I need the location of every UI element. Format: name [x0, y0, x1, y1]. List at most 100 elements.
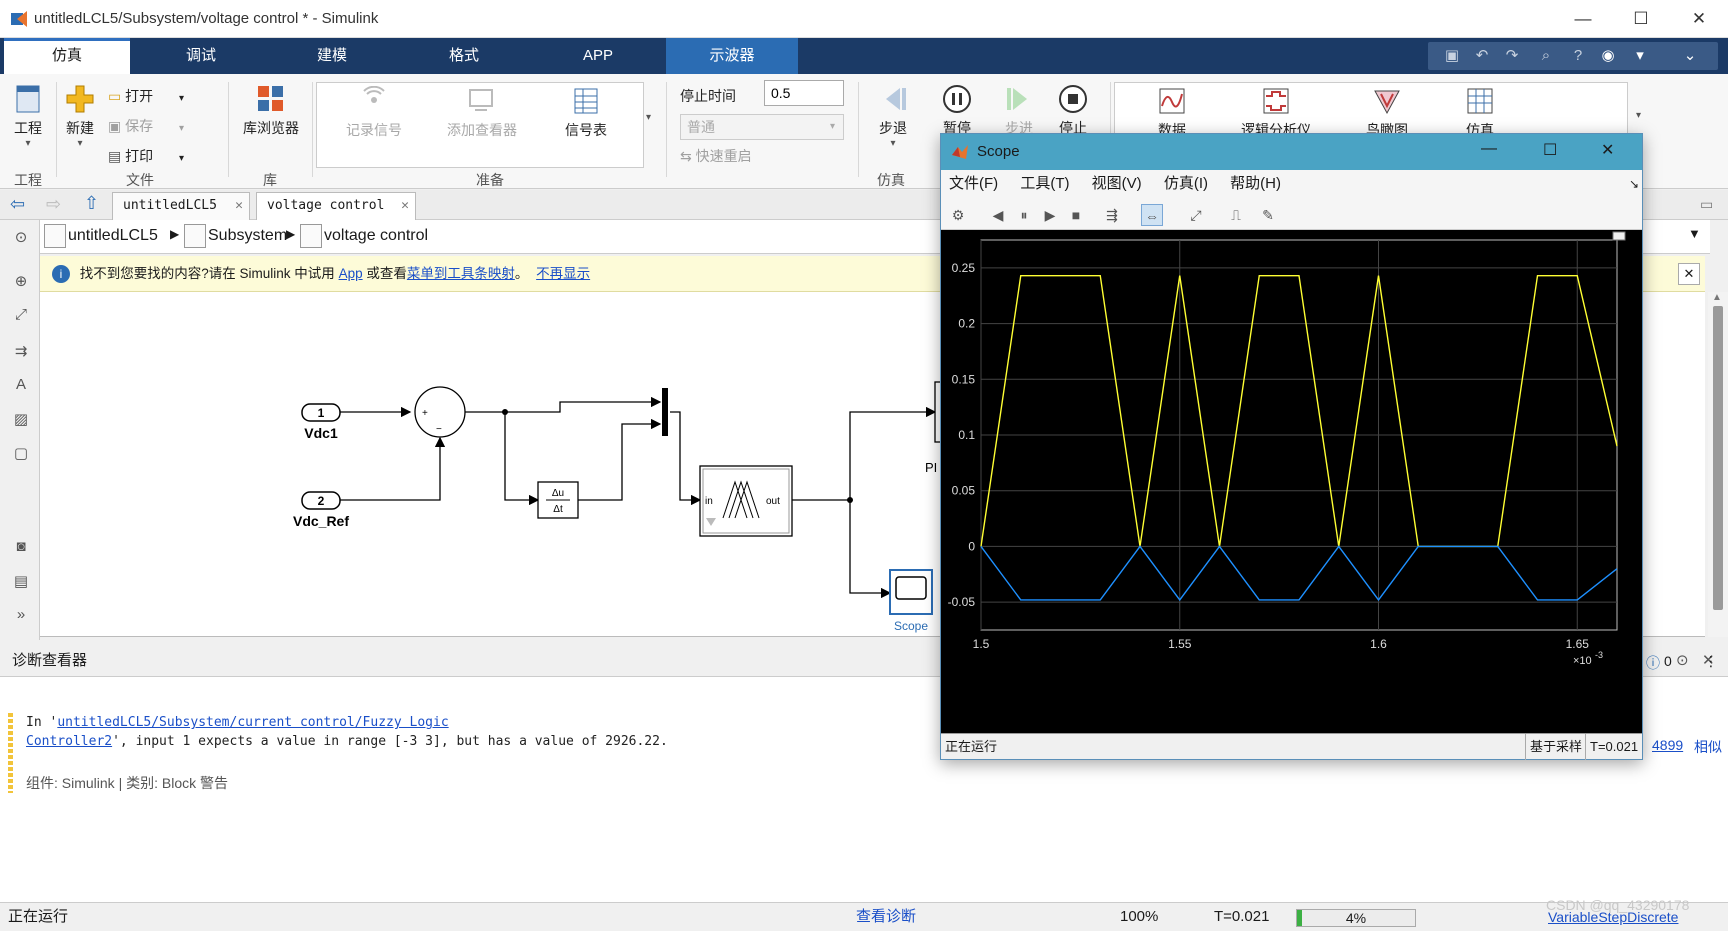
view-diagnostics-link[interactable]: 查看诊断: [856, 908, 917, 925]
tab-modeling[interactable]: 建模: [316, 47, 347, 64]
diagnostics-close-icon[interactable]: ✕: [1702, 652, 1715, 669]
print-button[interactable]: ▤ 打印 ▾: [108, 148, 185, 164]
derivative-block[interactable]: Δu Δt: [537, 481, 579, 519]
breadcrumb-item-subsystem[interactable]: Subsystem: [208, 227, 288, 244]
scope-close-icon[interactable]: ✕: [1601, 142, 1615, 159]
zoom-icon[interactable]: ⊕: [14, 273, 28, 290]
project-button[interactable]: 工程 ▾: [8, 84, 48, 149]
help-dropdown-icon[interactable]: ▾: [1636, 47, 1644, 64]
measurements-icon[interactable]: ✎: [1262, 207, 1274, 223]
image-icon[interactable]: ▨: [13, 411, 29, 428]
expand-toolbar-icon[interactable]: »: [16, 606, 26, 623]
mux-block[interactable]: [662, 388, 668, 436]
close-tab-icon[interactable]: ✕: [401, 198, 409, 213]
step-forward-icon[interactable]: ▶: [1044, 207, 1056, 223]
app-link[interactable]: App: [338, 266, 363, 281]
undo-icon[interactable]: ↶: [1475, 47, 1489, 64]
dismiss-link[interactable]: 不再显示: [536, 266, 591, 281]
similar-count-link[interactable]: 4899: [1652, 737, 1684, 753]
menu-file[interactable]: 文件(F): [949, 175, 999, 192]
inport-vdc-ref[interactable]: 2 Vdc_Ref: [293, 491, 349, 529]
gallery-expand-icon[interactable]: ▾: [1636, 110, 1642, 121]
property-inspector-icon[interactable]: ▤: [13, 573, 29, 590]
inport-vdc1[interactable]: 1 Vdc1: [301, 403, 341, 441]
birds-eye-button[interactable]: 鸟瞰图: [1342, 86, 1432, 140]
tab-scope[interactable]: 示波器: [666, 38, 798, 74]
scrollbar-thumb[interactable]: [1713, 306, 1723, 610]
menu-simulation[interactable]: 仿真(I): [1163, 175, 1208, 192]
camera-icon[interactable]: ◙: [16, 538, 26, 555]
step-back-button[interactable]: 步退 ▾: [868, 84, 918, 149]
scope-dock-icon[interactable]: ↘: [1629, 177, 1640, 191]
triggers-icon[interactable]: ⎍: [1231, 207, 1241, 223]
block-path-link[interactable]: Controller2: [26, 734, 113, 749]
maximize-icon[interactable]: ☐: [1633, 9, 1649, 28]
data-inspector-button[interactable]: 数据: [1132, 86, 1212, 140]
help-icon[interactable]: ?: [1573, 47, 1583, 64]
gallery-expand-icon[interactable]: ▾: [646, 112, 652, 123]
close-icon[interactable]: ✕: [1691, 9, 1707, 28]
highlight-signal-icon[interactable]: ⇶: [1106, 207, 1118, 223]
solver-link[interactable]: VariableStepDiscrete: [1548, 909, 1679, 925]
simulation-mode-select[interactable]: 普通▾: [680, 114, 844, 140]
info-close-icon[interactable]: ✕: [1678, 263, 1700, 285]
zoom-x-icon[interactable]: ⇔: [1141, 204, 1163, 226]
stop-button[interactable]: 停止: [1048, 84, 1098, 138]
step-back-icon[interactable]: ◀: [992, 207, 1004, 223]
tab-simulation[interactable]: 仿真: [4, 38, 130, 74]
fit-to-view-icon[interactable]: ⤢: [14, 306, 27, 323]
open-button[interactable]: ▭ 打开 ▾: [108, 88, 185, 104]
breadcrumb-item-model[interactable]: untitledLCL5: [68, 227, 158, 244]
fast-restart-toggle[interactable]: ⇆ 快速重启: [680, 148, 752, 164]
library-browser-button[interactable]: 库浏览器: [236, 84, 306, 138]
tab-untitledLCL5[interactable]: untitledLCL5✕: [112, 192, 250, 220]
scope-maximize-icon[interactable]: ☐: [1543, 142, 1558, 159]
signal-table-button[interactable]: 信号表: [546, 86, 626, 140]
tab-menu-icon[interactable]: ▭: [1700, 196, 1714, 212]
tab-debug[interactable]: 调试: [185, 47, 216, 64]
scope-block[interactable]: Scope: [889, 569, 933, 633]
sim-manager-button[interactable]: 仿真: [1440, 86, 1520, 140]
step-forward-button[interactable]: 步进: [994, 84, 1044, 138]
log-signals-button[interactable]: 记录信号: [334, 86, 414, 140]
tab-voltage-control[interactable]: voltage control✕: [256, 192, 416, 220]
menu-tools[interactable]: 工具(T): [1020, 175, 1070, 192]
signal-routing-icon[interactable]: ⇉: [14, 343, 28, 360]
forward-arrow-icon[interactable]: ⇨: [46, 194, 62, 214]
console-menu-icon[interactable]: ⋮: [1704, 653, 1718, 669]
add-viewer-button[interactable]: 添加查看器: [432, 86, 532, 140]
stop-icon[interactable]: ■: [1071, 207, 1081, 223]
settings-gear-icon[interactable]: ⚙: [951, 207, 965, 223]
up-arrow-icon[interactable]: ⇧: [84, 193, 100, 213]
save-icon[interactable]: ▣: [1444, 47, 1460, 64]
close-tab-icon[interactable]: ✕: [235, 198, 243, 213]
menu-view[interactable]: 视图(V): [1091, 175, 1142, 192]
save-button[interactable]: ▣ 保存 ▾: [108, 118, 185, 134]
back-arrow-icon[interactable]: ⇦: [10, 194, 26, 214]
pause-icon[interactable]: ⏸: [1020, 207, 1028, 223]
hide-explorer-icon[interactable]: ⊙: [14, 229, 28, 246]
menu-help[interactable]: 帮助(H): [1230, 175, 1281, 192]
minimize-icon[interactable]: —: [1574, 9, 1592, 28]
help-circle-icon[interactable]: ◉: [1601, 47, 1615, 64]
diagnostics-options-icon[interactable]: ⊙: [1676, 652, 1689, 669]
info-count-icon[interactable]: ⓘ: [1646, 655, 1660, 671]
redo-icon[interactable]: ↷: [1505, 47, 1519, 64]
menu-map-link[interactable]: 菜单到工具条映射: [406, 266, 515, 281]
block-path-link[interactable]: untitledLCL5/Subsystem/current control/F…: [57, 715, 449, 730]
stop-time-input[interactable]: [764, 80, 844, 106]
autoscale-icon[interactable]: ⤢: [1190, 207, 1202, 223]
breadcrumb-dropdown-icon[interactable]: ▼: [1688, 226, 1701, 241]
annotation-icon[interactable]: A: [15, 376, 26, 393]
pause-button[interactable]: 暂停: [932, 84, 982, 138]
fuzzy-logic-controller-block[interactable]: in out: [699, 465, 793, 537]
sum-block[interactable]: + −: [414, 386, 466, 438]
area-icon[interactable]: ▢: [13, 445, 29, 462]
new-button[interactable]: 新建 ▾: [60, 84, 100, 149]
canvas-vertical-scrollbar[interactable]: ▲: [1708, 292, 1728, 637]
search-icon[interactable]: ⌕: [1541, 47, 1551, 64]
tab-format[interactable]: 格式: [448, 47, 479, 64]
collapse-ribbon-icon[interactable]: ⌄: [1683, 47, 1697, 64]
logic-analyzer-button[interactable]: 逻辑分析仪: [1226, 86, 1326, 140]
scope-minimize-icon[interactable]: —: [1481, 140, 1497, 157]
